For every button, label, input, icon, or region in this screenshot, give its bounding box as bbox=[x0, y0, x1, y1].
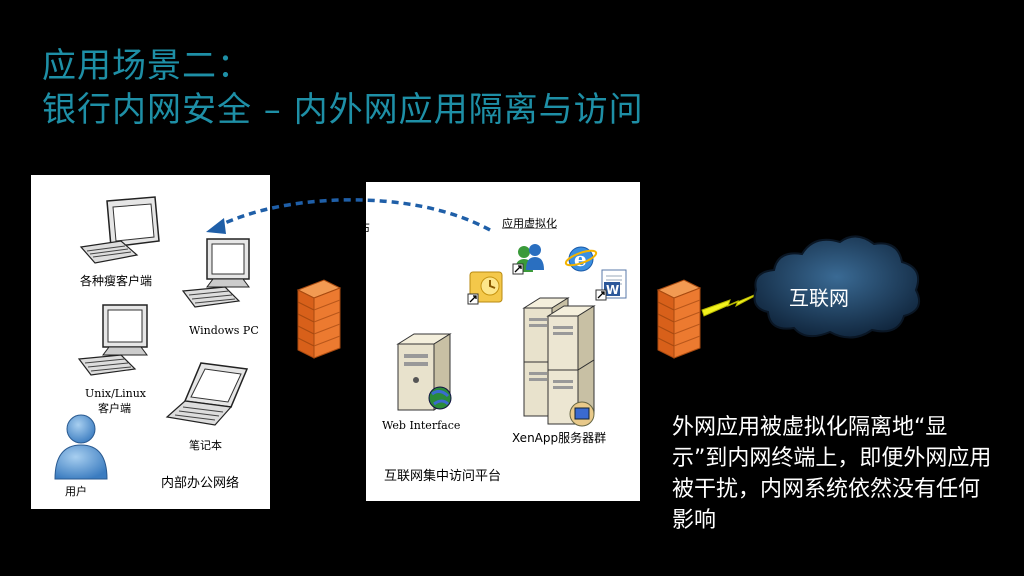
internal-network-label: 内部办公网络 bbox=[161, 476, 240, 491]
firewall-left-icon bbox=[296, 279, 342, 359]
internet-label: 互联网 bbox=[789, 286, 849, 310]
windows-pc-icon bbox=[181, 238, 250, 308]
title-line1: 应用场景二： bbox=[42, 46, 252, 86]
lightning-icon bbox=[701, 289, 767, 317]
laptop-label: 笔记本 bbox=[189, 439, 222, 452]
internal-network-panel: 各种瘦客户端 Windows PC Unix/Linux 客户端 笔记本 bbox=[31, 175, 270, 509]
internet-explorer-icon: e bbox=[564, 246, 598, 272]
unix-client-icon bbox=[77, 304, 148, 376]
word-app-icon: W bbox=[595, 269, 627, 301]
messenger-app-icon bbox=[512, 244, 544, 275]
outlook-app-icon bbox=[467, 271, 503, 305]
description-text: 外网应用被虚拟化隔离地“显示”到内网终端上，即便外网应用被干扰，内网系统依然没有… bbox=[672, 415, 992, 533]
internet-cloud-icon bbox=[753, 235, 920, 339]
svg-text:W: W bbox=[606, 283, 619, 297]
unix-client-label-line1: Unix/Linux bbox=[85, 387, 146, 400]
web-interface-server-icon bbox=[396, 333, 452, 411]
publish-arrow bbox=[206, 198, 491, 234]
publish-label: 布 bbox=[358, 221, 371, 235]
thin-client-icon bbox=[79, 196, 160, 264]
xenapp-server-farm-icon bbox=[522, 297, 596, 427]
xenapp-label: XenApp服务器群 bbox=[512, 431, 607, 445]
unix-client-label-line2: 客户端 bbox=[98, 402, 131, 415]
svg-text:e: e bbox=[574, 247, 587, 271]
thin-client-label: 各种瘦客户端 bbox=[80, 274, 153, 288]
user-icon bbox=[54, 414, 108, 480]
title-line2: 银行内网安全 – 内外网应用隔离与访问 bbox=[42, 90, 644, 130]
firewall-right-icon bbox=[656, 279, 702, 359]
user-label: 用户 bbox=[65, 485, 87, 498]
windows-pc-label: Windows PC bbox=[189, 324, 259, 337]
laptop-icon bbox=[165, 362, 249, 426]
app-virtualization-label: 应用虚拟化 bbox=[502, 217, 557, 230]
page-title: 应用场景二： 银行内网安全 – 内外网应用隔离与访问 bbox=[42, 44, 644, 132]
web-interface-label: Web Interface bbox=[382, 419, 461, 432]
platform-label: 互联网集中访问平台 bbox=[384, 469, 502, 484]
access-platform-panel: 应用虚拟化 e W Web Interfac bbox=[366, 182, 640, 501]
